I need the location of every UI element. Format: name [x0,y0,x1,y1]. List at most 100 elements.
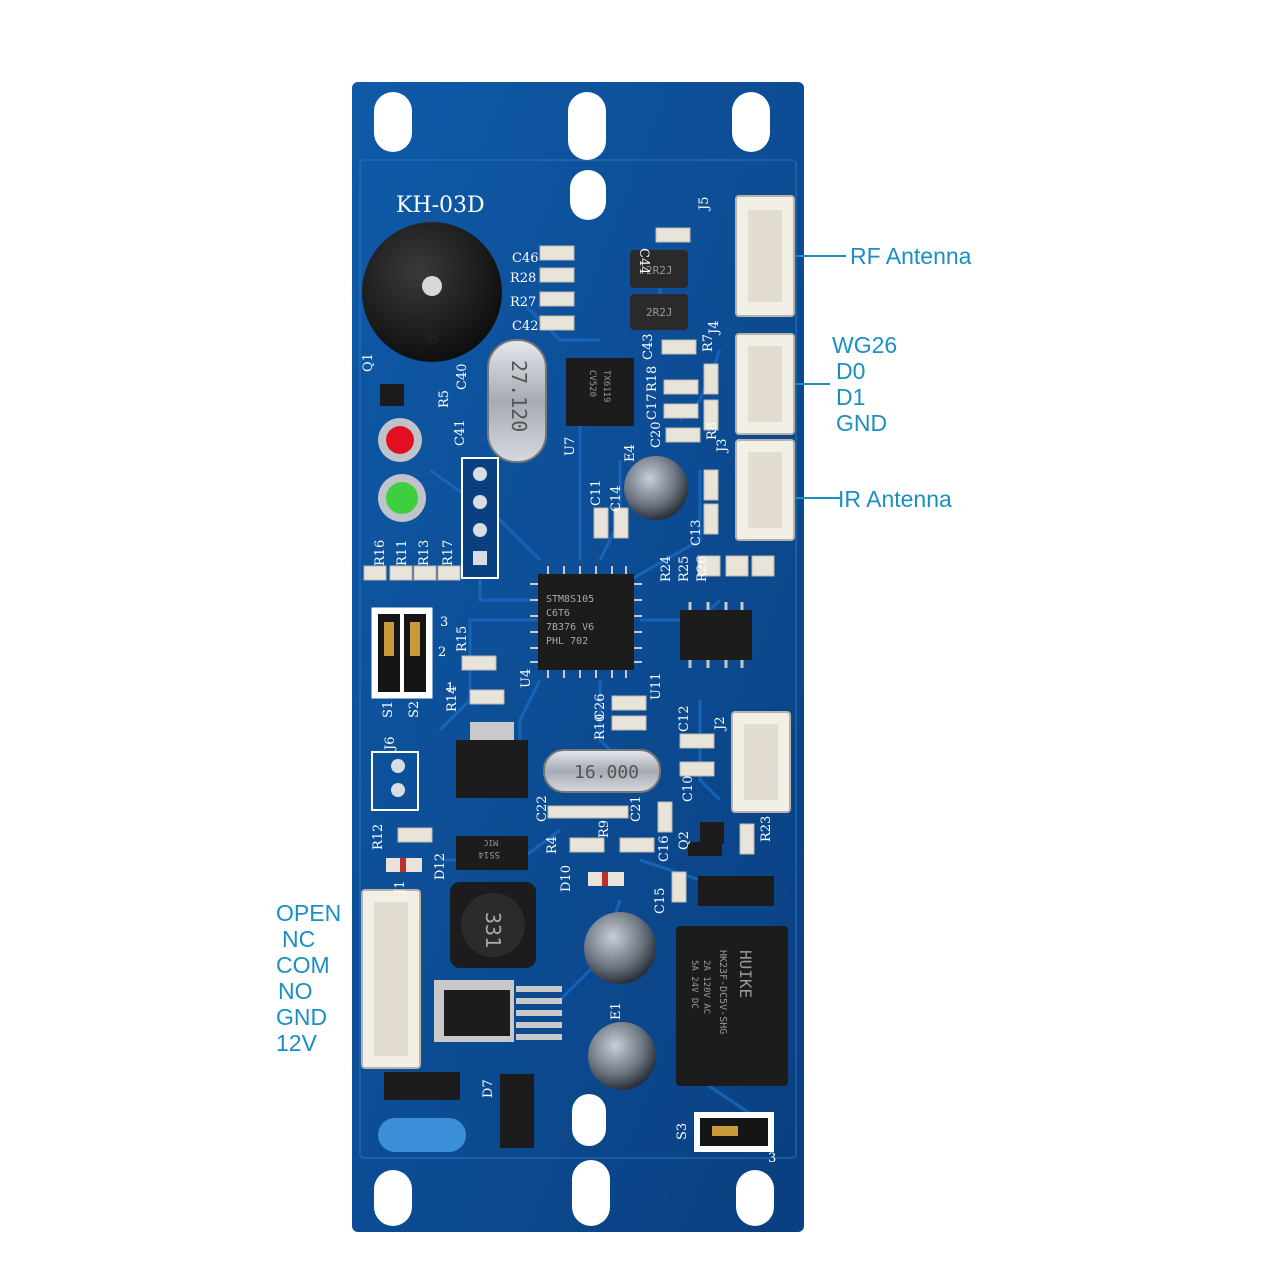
inductor-l1-text: 2R2J [646,264,673,277]
silk-label-r18: R18 [645,366,660,392]
mcu-line-4: PHL 702 [546,636,588,647]
silk-label-s3: S3 [675,1123,690,1140]
silk-label-r12: R12 [371,824,386,850]
silk-label-r4: R4 [545,836,560,854]
silk-label-r7: R7 [701,334,716,352]
capacitor-e4 [624,456,688,520]
silk-label-r11: R11 [395,540,410,566]
silk-label-1: 1 [446,681,454,696]
silk-label-j1: J1 [393,881,408,896]
power-label-4: GND [276,1004,328,1030]
silk-label-3: 3 [768,1151,776,1166]
wiegand-label-2: D1 [836,384,866,410]
silk-label-r25: R25 [677,556,692,582]
crystal-27mhz: 27.120 [487,339,547,463]
crystal-16mhz-text: 16.000 [574,762,639,783]
power-label-3: NO [278,978,313,1004]
diode-d7 [500,1074,534,1148]
silk-label-c41: C41 [453,420,468,447]
diode-top-right [698,876,774,906]
connector-j2 [731,711,791,813]
rf-chip-line-2: TX6119 [601,370,611,403]
silk-label-q1: Q1 [361,353,376,372]
silk-label-3: 3 [440,615,448,630]
silk-label-c11: C11 [589,480,604,507]
connector-j3 [735,439,795,541]
programming-header [461,457,499,579]
relay-model: HK23F-DC5V-SHG [717,950,728,1034]
smd-diodes-red [386,858,624,886]
callout-leaders [796,255,846,499]
silk-label-r27: R27 [510,295,536,310]
silk-label-c14: C14 [609,486,624,513]
relay-rating-2: 5A 24V DC [689,960,699,1009]
silk-label-d12: D12 [433,853,448,880]
silk-label-c22: C22 [535,796,550,823]
buck-regulator [434,980,562,1042]
silk-label-c13: C13 [689,520,704,547]
silk-label-c46: C46 [512,251,539,266]
silk-label-c43: C43 [641,334,656,361]
silk-label-2: 2 [438,645,446,660]
svg-text:⊕: ⊕ [422,325,440,350]
silk-label-j2: J2 [713,717,728,732]
jumper-s1-s2 [371,607,433,699]
silk-label-c42: C42 [512,319,539,334]
silk-label-r14: R14 [445,686,460,712]
silk-label-c17: C17 [645,394,660,421]
power-label-5: 12V [276,1030,317,1056]
silk-label-u11: U11 [649,673,664,701]
silk-label-e1: E1 [609,1002,624,1020]
inductor-l2-text: 2R2J [646,306,673,319]
silk-label-r17: R17 [441,540,456,566]
eeprom-chip [680,602,752,668]
silk-label-r9: R9 [597,820,612,838]
red-led [378,418,422,462]
wiegand-pin-labels: WG26 D0 D1 GND [832,332,897,436]
connector-j5 [735,195,795,317]
rf-antenna-label: RF Antenna [850,243,972,269]
silk-label-d7: D7 [481,1079,496,1098]
diode-d1 [384,1072,460,1100]
relay-rating-1: 2A 120V AC [701,960,711,1014]
silk-label-q2: Q2 [677,831,692,850]
power-inductor-text: 331 [481,912,505,948]
silk-label-c10: C10 [681,776,696,803]
smd-passives [363,227,775,903]
wiegand-label-3: GND [836,410,888,436]
silk-label-c21: C21 [629,796,644,823]
silk-label-j4: J4 [707,321,722,336]
silk-label-r13: R13 [417,540,432,566]
power-inductor: 331 [450,882,536,968]
capacitor-e2 [584,912,656,984]
silk-label-r28: R28 [510,271,536,286]
silk-label-s2: S2 [407,701,422,718]
silk-label-c44: C44 [636,248,651,275]
mcu-line-1: STM8S105 [546,594,594,605]
mcu-chip: STM8S105 C6T6 7B376 V6 PHL 702 [530,566,642,678]
power-relay-pin-labels: OPEN NC COM NO GND 12V [276,900,341,1056]
crystal-27mhz-text: 27.120 [507,360,531,432]
diode-text: SS14 [478,849,500,859]
silk-label-r8: R8 [705,422,720,440]
silk-label-c15: C15 [653,888,668,915]
silk-label-j3: J3 [715,439,730,454]
silk-label-d10: D10 [559,865,574,892]
capacitor-e1 [588,1022,656,1090]
ceramic-capacitor [378,1118,466,1152]
silk-label-r26: R26 [695,556,710,582]
inductor-l1: 2R2J [630,250,688,288]
silk-label-u4: U4 [519,669,534,688]
relay-brand: HUIKE [736,950,755,998]
schottky-diode: SS14 MIC [456,836,528,870]
buzzer: ⊕ [362,222,502,362]
wiegand-label-0: WG26 [832,332,898,358]
silk-label-r10: R10 [593,714,608,740]
silk-label-r23: R23 [759,816,774,842]
silk-label-r16: R16 [373,540,388,566]
small-transistors [380,384,724,856]
silk-label-j5: J5 [697,197,712,212]
power-label-0: OPEN [276,900,342,926]
crystal-16mhz: 16.000 [543,749,661,793]
